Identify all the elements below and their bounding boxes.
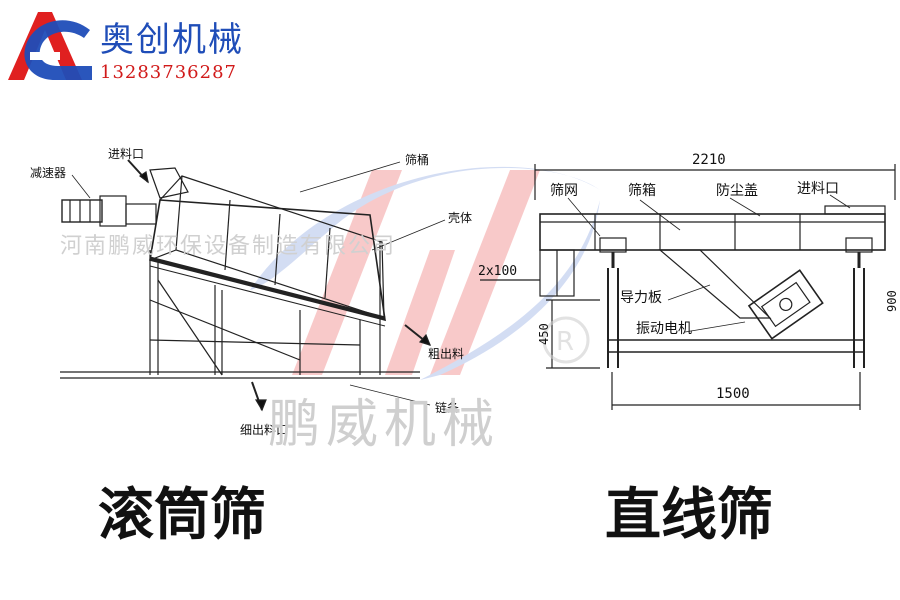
label-guide-plate: 导力板 [620, 290, 662, 306]
linear-screen-diagram [480, 164, 896, 410]
watermark-brand: 鹏威机械 [268, 395, 501, 455]
watermark-logo-icon [250, 166, 600, 380]
label-fine-outlet: 细出料口 [240, 423, 288, 437]
dim-right-height: 900 [885, 290, 899, 312]
label-feed-inlet-left: 进料口 [108, 147, 144, 161]
label-drum: 筛桶 [405, 152, 429, 167]
label-housing: 壳体 [448, 211, 472, 225]
drum-screen-diagram [60, 159, 446, 412]
label-reducer: 减速器 [30, 166, 66, 180]
brand-phone: 13283736287 [100, 62, 237, 83]
label-dust-cover: 防尘盖 [716, 183, 758, 199]
label-chain: 链条 [435, 400, 459, 415]
dim-overall-length: 2210 [692, 152, 726, 168]
svg-text:R: R [556, 327, 574, 357]
brand-logo-icon [8, 12, 92, 80]
label-screen-box: 筛箱 [628, 183, 656, 199]
label-vibration-motor: 振动电机 [636, 321, 692, 337]
brand-name: 奥创机械 [100, 20, 244, 60]
linear-screen-title: 直线筛 [605, 483, 773, 548]
dim-outlet: 2x100 [478, 264, 517, 279]
registered-mark-icon: R [542, 316, 590, 364]
drum-screen-title: 滚筒筛 [98, 483, 266, 548]
label-screen-mesh: 筛网 [550, 183, 578, 199]
label-feed-inlet-right: 进料口 [797, 181, 839, 197]
dim-height: 450 [537, 323, 551, 345]
watermark-company: 河南鹏威环保设备制造有限公司 [60, 234, 397, 259]
label-coarse-outlet: 粗出料 [428, 347, 464, 361]
dim-base-length: 1500 [716, 386, 750, 402]
